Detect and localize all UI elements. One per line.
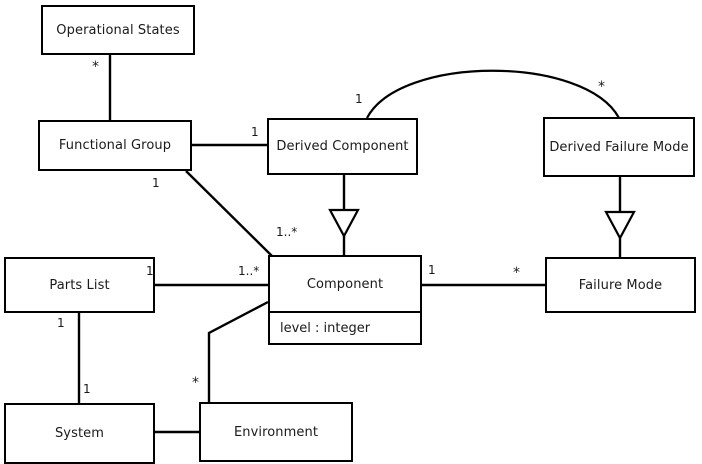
multiplicity-functional-group-component-end: 1 <box>152 176 160 190</box>
multiplicity-failure-mode-end: * <box>513 265 520 281</box>
multiplicity-component-failure-mode-end: 1 <box>428 263 436 277</box>
class-derived-component[interactable]: Derived Component <box>267 118 418 175</box>
class-attribute-component-level: level : integer <box>270 311 420 343</box>
class-name-environment: Environment <box>233 424 319 440</box>
class-name-component: Component <box>306 276 384 292</box>
multiplicity-component-parts-list-end: 1..* <box>238 264 260 278</box>
class-name-operational-states: Operational States <box>56 22 180 38</box>
multiplicity-derived-component-arc-end: 1 <box>355 92 363 106</box>
generalization-triangle-derived-component <box>328 208 360 239</box>
class-system[interactable]: System <box>4 403 155 464</box>
multiplicity-operational-states-end: * <box>92 59 99 75</box>
class-name-system: System <box>54 426 105 441</box>
multiplicity-environment-end: * <box>192 375 199 391</box>
class-name-parts-list: Parts List <box>49 277 110 293</box>
multiplicity-parts-list-system-end: 1 <box>57 316 65 330</box>
multiplicity-functional-group-derived-component-end: 1 <box>251 125 259 139</box>
class-functional-group[interactable]: Functional Group <box>38 120 192 171</box>
multiplicity-derived-failure-mode-arc-end: * <box>598 79 605 95</box>
multiplicity-parts-list-component-end: 1 <box>146 264 154 278</box>
multiplicity-component-functional-group-end: 1..* <box>276 225 298 239</box>
class-name-functional-group: Functional Group <box>58 138 172 153</box>
multiplicity-system-end: 1 <box>83 382 91 396</box>
class-name-derived-component: Derived Component <box>276 139 409 154</box>
edge-functional-group-component <box>185 170 273 257</box>
edge-derived-component-derived-failure-mode <box>366 69 620 119</box>
class-name-failure-mode: Failure Mode <box>578 277 663 293</box>
class-component[interactable]: Component level : integer <box>268 255 422 345</box>
class-derived-failure-mode[interactable]: Derived Failure Mode <box>543 117 695 177</box>
class-name-derived-failure-mode: Derived Failure Mode <box>549 139 689 155</box>
generalization-triangle-derived-failure-mode <box>604 210 636 241</box>
class-failure-mode[interactable]: Failure Mode <box>545 257 696 313</box>
class-parts-list[interactable]: Parts List <box>4 257 155 313</box>
class-operational-states[interactable]: Operational States <box>41 5 195 55</box>
edge-environment-component <box>207 300 269 402</box>
class-environment[interactable]: Environment <box>199 402 353 462</box>
